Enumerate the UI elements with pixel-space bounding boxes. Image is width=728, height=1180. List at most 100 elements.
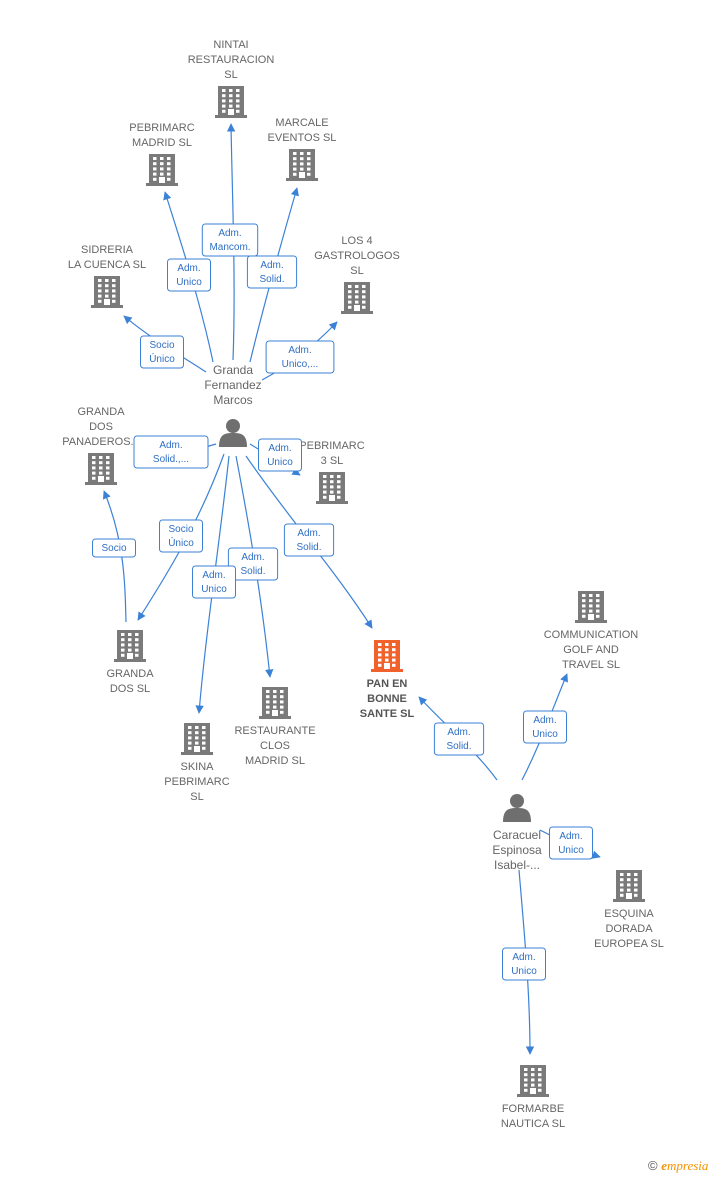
edge-label-text: Unico xyxy=(511,966,537,977)
company-label: DORADA xyxy=(605,923,653,935)
person-node-caracuel[interactable]: CaracuelEspinosaIsabel-... xyxy=(492,794,542,872)
edge-label-text: Socio xyxy=(149,340,174,351)
edge-label-box xyxy=(246,255,298,289)
edge-label-text: Adm. xyxy=(177,263,200,274)
company-label: PEBRIMARC xyxy=(129,122,194,134)
company-label: MADRID SL xyxy=(245,755,305,767)
building-icon xyxy=(215,86,247,118)
person-label: Caracuel xyxy=(493,828,541,842)
person-icon xyxy=(219,419,247,447)
edge-label-text: Solid. xyxy=(446,741,471,752)
edge-label-e_pebrimarc_madrid[interactable]: Adm.Unico xyxy=(167,258,211,292)
edge-label-text: Adm. xyxy=(447,727,470,738)
building-icon xyxy=(316,472,348,504)
person-label: Fernandez xyxy=(204,378,261,392)
edge-label-box xyxy=(159,519,203,553)
edge-label-text: Adm. xyxy=(288,345,311,356)
edge-label-e_marcale[interactable]: Adm.Solid. xyxy=(246,255,298,289)
edge-label-box xyxy=(92,538,136,558)
edge-label-text: Unico xyxy=(267,457,293,468)
building-icon xyxy=(286,149,318,181)
company-label: PEBRIMARC xyxy=(299,440,364,452)
company-label: SL xyxy=(350,265,363,277)
building-icon xyxy=(341,282,373,314)
edge-label-e_pan_caracuel[interactable]: Adm. Solid. xyxy=(433,722,485,756)
company-node-los4[interactable]: LOS 4 GASTROLOGOS SL xyxy=(314,235,400,314)
edge-label-box xyxy=(167,258,211,292)
edge-label-e_pan_granda[interactable]: Adm. Solid. xyxy=(283,523,335,557)
edge-label-e_pebrimarc3[interactable]: Adm. Unico xyxy=(258,438,302,472)
edge-label-box xyxy=(523,710,567,744)
company-label: EVENTOS SL xyxy=(268,132,337,144)
edge-label-text: Adm. xyxy=(297,528,320,539)
edge-label-text: Unico xyxy=(532,729,558,740)
edge-label-text: Adm. xyxy=(559,831,582,842)
person-label: Espinosa xyxy=(492,843,542,857)
company-node-esquina[interactable]: ESQUINA DORADA EUROPEA SL xyxy=(594,870,664,950)
company-label: 3 SL xyxy=(321,455,344,467)
edge-label-e_communication[interactable]: Adm. Unico xyxy=(523,710,567,744)
edge-label-text: Adm. xyxy=(202,570,225,581)
edge-label-text: Adm. xyxy=(533,715,556,726)
company-label: MARCALE xyxy=(275,117,328,129)
building-icon xyxy=(114,630,146,662)
copyright-symbol: © xyxy=(648,1158,658,1173)
person-label: Granda xyxy=(213,363,253,377)
edge-label-e_granda_dos_panaderos[interactable]: Adm.Solid.,... xyxy=(133,435,209,469)
building-icon xyxy=(85,453,117,485)
company-label: TRAVEL SL xyxy=(562,659,620,671)
edge-label-text: Socio xyxy=(168,524,193,535)
company-node-pebrimarc3[interactable]: PEBRIMARC 3 SL xyxy=(299,440,365,504)
company-label: LOS 4 xyxy=(341,235,372,247)
edge-label-e_skina[interactable]: Adm.Unico xyxy=(192,565,236,599)
company-node-restaurante[interactable]: RESTAURANTE CLOS MADRID SL xyxy=(234,687,316,767)
company-label: CLOS xyxy=(260,740,290,752)
building-icon xyxy=(517,1065,549,1097)
edge-label-e_formarbe[interactable]: Adm.Unico xyxy=(502,947,546,981)
company-label: LA CUENCA SL xyxy=(68,259,146,271)
edge-label-box xyxy=(433,722,485,756)
edge-label-text: Socio xyxy=(101,543,126,554)
building-icon xyxy=(91,276,123,308)
company-node-marcale[interactable]: MARCALE EVENTOS SL xyxy=(268,117,337,181)
company-label: PEBRIMARC xyxy=(164,776,229,788)
company-label: COMMUNICATION xyxy=(544,629,639,641)
company-label: RESTAURANTE xyxy=(234,725,315,737)
edge-label-box xyxy=(265,340,335,374)
company-label: ESQUINA xyxy=(604,908,654,920)
edge-label-e_socio_gdp[interactable]: Socio xyxy=(92,538,136,558)
company-label: DOS xyxy=(89,421,113,433)
company-label: GRANDA xyxy=(77,406,125,418)
edge-label-text: Único xyxy=(168,536,194,549)
building-icon xyxy=(181,723,213,755)
edge-label-text: Adm. xyxy=(268,443,291,454)
edge-label-text: Adm. xyxy=(241,552,264,563)
edge-label-e_esquina[interactable]: Adm.Unico xyxy=(549,826,593,860)
company-label: SIDRERIA xyxy=(81,244,134,256)
company-label: EUROPEA SL xyxy=(594,938,664,950)
edge-label-box xyxy=(549,826,593,860)
empresia-logo[interactable]: © empresia xyxy=(648,1158,708,1174)
building-icon xyxy=(146,154,178,186)
edge-label-text: Solid. xyxy=(296,542,321,553)
company-node-sidreria[interactable]: SIDRERIA LA CUENCA SL xyxy=(68,244,146,308)
company-label: GASTROLOGOS xyxy=(314,250,400,262)
edge-label-e_nintai[interactable]: Adm.Mancom. xyxy=(201,223,259,257)
company-node-granda_dos_panaderos[interactable]: GRANDADOSPANADEROS... xyxy=(62,406,140,485)
person-icon xyxy=(503,794,531,822)
edge-label-box xyxy=(283,523,335,557)
edge-label-e_los4[interactable]: Adm.Unico,... xyxy=(265,340,335,374)
edge-label-e_restaurante[interactable]: Adm.Solid. xyxy=(227,547,279,581)
